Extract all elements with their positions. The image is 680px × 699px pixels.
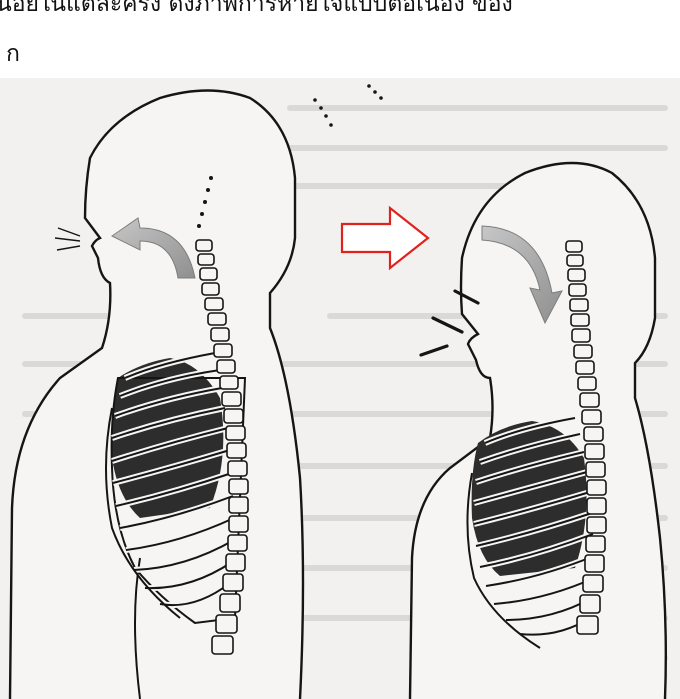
caption-text-block: นอยในแต่ละครั้ง ดังภาพการหายใจแบบต่อเนื่… [0, 0, 680, 80]
breathing-illustration [0, 78, 680, 699]
breathing-figure-svg [0, 78, 680, 699]
caption-line-2: ก [6, 38, 20, 70]
caption-line-1: นอยในแต่ละครั้ง ดังภาพการหายใจแบบต่อเนื่… [0, 0, 513, 20]
